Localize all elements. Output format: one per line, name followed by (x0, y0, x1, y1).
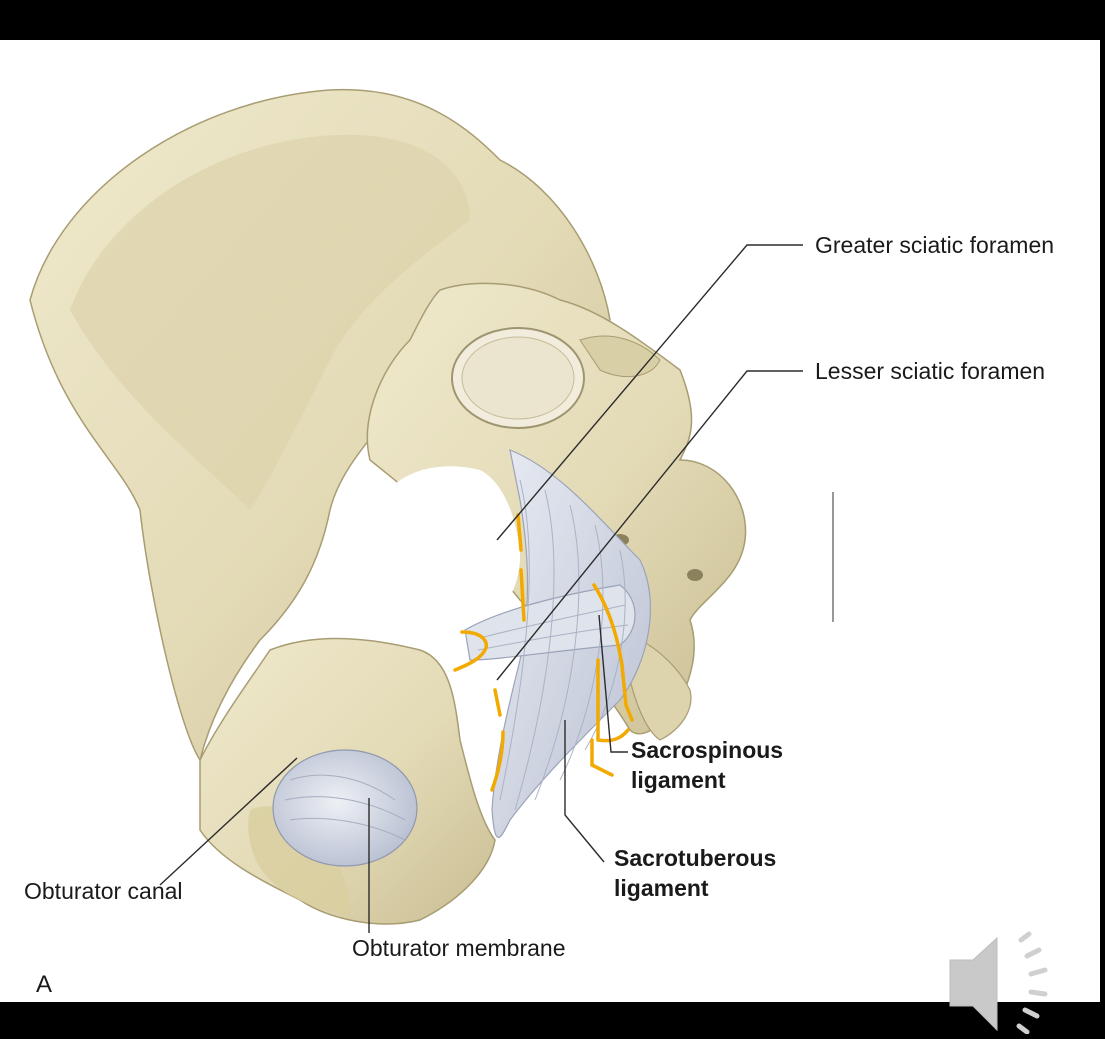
slide-canvas: Greater sciatic foramen Lesser sciatic f… (0, 40, 1100, 1002)
label-sacrospinous-line2: ligament (631, 767, 726, 793)
label-sacrotuberous-ligament: Sacrotuberous ligament (614, 843, 776, 903)
iliac-fossa-shade (70, 134, 470, 510)
leader-greater-sciatic (496, 244, 803, 541)
obturator-membrane-shape (272, 749, 418, 867)
greater-sciatic-notch (377, 466, 521, 636)
leader-sacrospinous (598, 614, 628, 753)
orange-annotation-marks (453, 513, 634, 792)
label-obturator-membrane: Obturator membrane (352, 935, 566, 961)
label-greater-sciatic-foramen: Greater sciatic foramen (815, 232, 1055, 258)
label-obturator-canal: Obturator canal (24, 878, 183, 904)
leader-lesser-sciatic (496, 370, 803, 681)
label-sacrotuberous-line2: ligament (614, 875, 709, 901)
pelvis-illustration (29, 88, 834, 933)
label-sacrospinous-ligament: Sacrospinous ligament (631, 735, 783, 795)
speaker-icon[interactable] (945, 930, 1105, 1035)
panel-letter: A (36, 971, 53, 998)
leader-obturator-canal (159, 757, 298, 886)
leader-sacrotuberous (564, 720, 605, 863)
label-sacrotuberous-line1: Sacrotuberous (614, 845, 777, 871)
label-lesser-sciatic-foramen: Lesser sciatic foramen (815, 358, 1046, 384)
coccyx (629, 639, 692, 741)
label-sacrospinous-line1: Sacrospinous (631, 737, 784, 763)
